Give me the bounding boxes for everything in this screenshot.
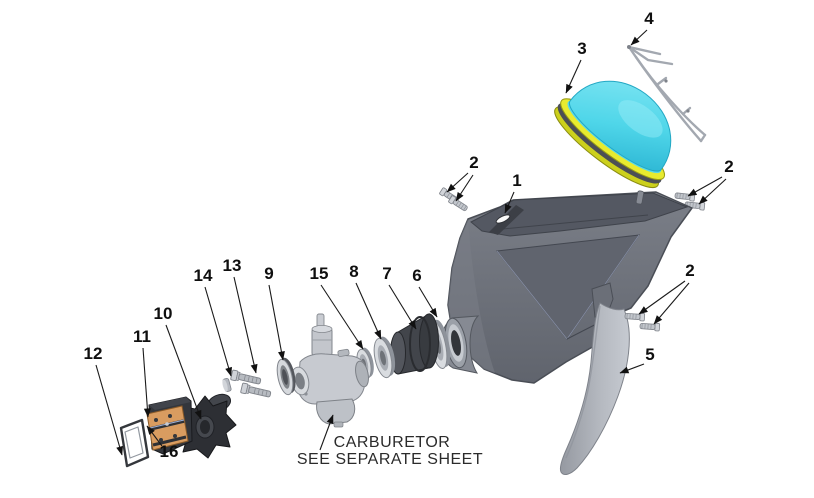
- callout-8: 8: [349, 262, 358, 281]
- airbox-peg: [635, 190, 645, 205]
- leader-16: [146, 425, 163, 447]
- air-filter: [554, 80, 672, 189]
- gasket: [119, 418, 150, 468]
- leader-2-topright-a: [687, 176, 723, 197]
- screw-icon: [639, 321, 661, 332]
- callout-4: 4: [644, 9, 654, 28]
- washer: [276, 357, 296, 396]
- carb-float-bowl: [316, 398, 356, 425]
- leader-2-right-b: [653, 282, 690, 325]
- filter-dome: [568, 80, 672, 172]
- rubber-boot: [390, 313, 439, 375]
- leader-15: [320, 284, 364, 350]
- callout-1: 1: [512, 171, 521, 190]
- carburetor-note-line1: CARBURETOR: [334, 434, 451, 451]
- screw-icon: [674, 191, 696, 202]
- callout-15: 15: [310, 264, 329, 283]
- callout-9: 9: [264, 264, 273, 283]
- callout-14: 14: [194, 266, 213, 285]
- leader-3: [565, 59, 582, 94]
- leader-13: [233, 276, 258, 374]
- leader-9: [268, 284, 285, 361]
- airbox-guard: [559, 302, 630, 476]
- leader-carburetor-note: [319, 414, 334, 451]
- intake-manifold: [174, 393, 237, 459]
- leader-14: [204, 286, 232, 377]
- leader-2-right-a: [638, 280, 686, 315]
- callout-11: 11: [133, 327, 151, 346]
- callout-7: 7: [382, 264, 391, 283]
- callout-16: 16: [160, 442, 179, 461]
- screw-pair-left: [438, 186, 470, 213]
- callout-2-top-right: 2: [724, 157, 733, 176]
- carburetor-note: CARBURETOR SEE SEPARATE SHEET: [297, 434, 483, 468]
- filter-cage: [627, 45, 707, 143]
- leader-8: [355, 282, 382, 340]
- callout-10: 10: [154, 304, 173, 323]
- callout-12: 12: [84, 344, 103, 363]
- carb-body: [297, 353, 367, 405]
- leader-lines: [95, 29, 727, 456]
- airbox: [440, 190, 693, 384]
- leader-10: [165, 324, 202, 420]
- leader-2-topright-b: [698, 178, 727, 205]
- callouts: 1 2 2 2 3 4 5 6 7 8 9 10 11 12 13 14 15 …: [84, 9, 734, 461]
- callout-5: 5: [645, 345, 654, 364]
- spacer-pin: [222, 377, 232, 393]
- leader-5: [619, 363, 645, 374]
- callout-3: 3: [577, 39, 586, 58]
- bolt-icon: [240, 382, 272, 400]
- leader-6: [418, 286, 438, 318]
- bolts: [230, 369, 272, 400]
- leader-2-left-b: [455, 174, 474, 202]
- boot-ring: [373, 336, 396, 379]
- callout-13: 13: [223, 256, 242, 275]
- leader-12: [95, 364, 124, 456]
- carburetor-note-line2: SEE SEPARATE SHEET: [297, 451, 483, 468]
- carb-outlet: [355, 360, 369, 388]
- leader-2-left-a: [446, 172, 469, 193]
- airbox-slot: [495, 214, 511, 224]
- callout-2-left: 2: [469, 153, 478, 172]
- carburetor: [290, 313, 369, 428]
- screw-pair-right: [624, 311, 661, 332]
- leader-1: [504, 191, 515, 214]
- leader-11: [142, 347, 151, 418]
- callout-2-right: 2: [685, 261, 694, 280]
- leader-4: [630, 29, 648, 46]
- leader-7: [388, 284, 417, 330]
- callout-6: 6: [412, 266, 421, 285]
